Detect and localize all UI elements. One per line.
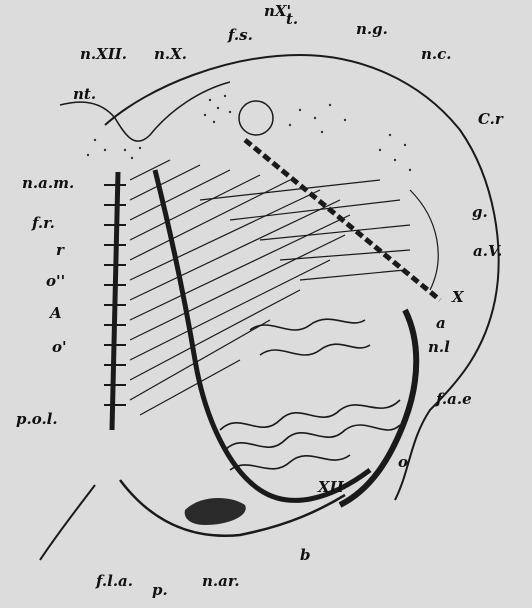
label-X: X	[452, 290, 464, 305]
label-nt: nt.	[73, 87, 96, 102]
arcuate-blob	[185, 498, 246, 525]
label-nam: n.a.m.	[22, 176, 74, 191]
label-o-double-prime: o''	[46, 274, 65, 289]
label-A: A	[50, 306, 62, 321]
label-fs: f.s.	[228, 28, 253, 43]
hatching	[130, 160, 410, 415]
label-t: t.	[286, 12, 298, 27]
label-fae: f.a.e	[436, 392, 472, 407]
label-g: g.	[472, 205, 488, 220]
label-XII: XII	[318, 480, 344, 495]
label-nX: n.X.	[154, 47, 187, 62]
label-nl: n.l	[428, 340, 450, 355]
label-nXII: n.XII.	[80, 47, 127, 62]
label-aV: a.V.	[473, 244, 502, 259]
label-nar: n.ar.	[202, 574, 240, 589]
label-nc: n.c.	[421, 47, 451, 62]
label-Cr: C.r	[478, 112, 503, 127]
label-ng: n.g.	[356, 22, 388, 37]
label-o: o	[398, 455, 408, 470]
hypoglossal-root	[155, 170, 370, 500]
label-o-prime: o'	[52, 340, 67, 355]
raphe-line	[112, 172, 118, 430]
inner-contour-g	[410, 190, 438, 290]
label-pol: p.o.l.	[16, 412, 58, 427]
label-fr: f.r.	[32, 216, 55, 231]
label-fla: f.l.a.	[96, 574, 133, 589]
olivary-body	[220, 319, 400, 470]
fasciculus-solitarius-circle	[239, 101, 273, 135]
label-a: a	[436, 316, 446, 331]
label-r: r	[56, 243, 64, 258]
label-p: p.	[152, 583, 168, 598]
pyramid-left-lip	[40, 485, 95, 560]
label-b: b	[300, 548, 311, 563]
